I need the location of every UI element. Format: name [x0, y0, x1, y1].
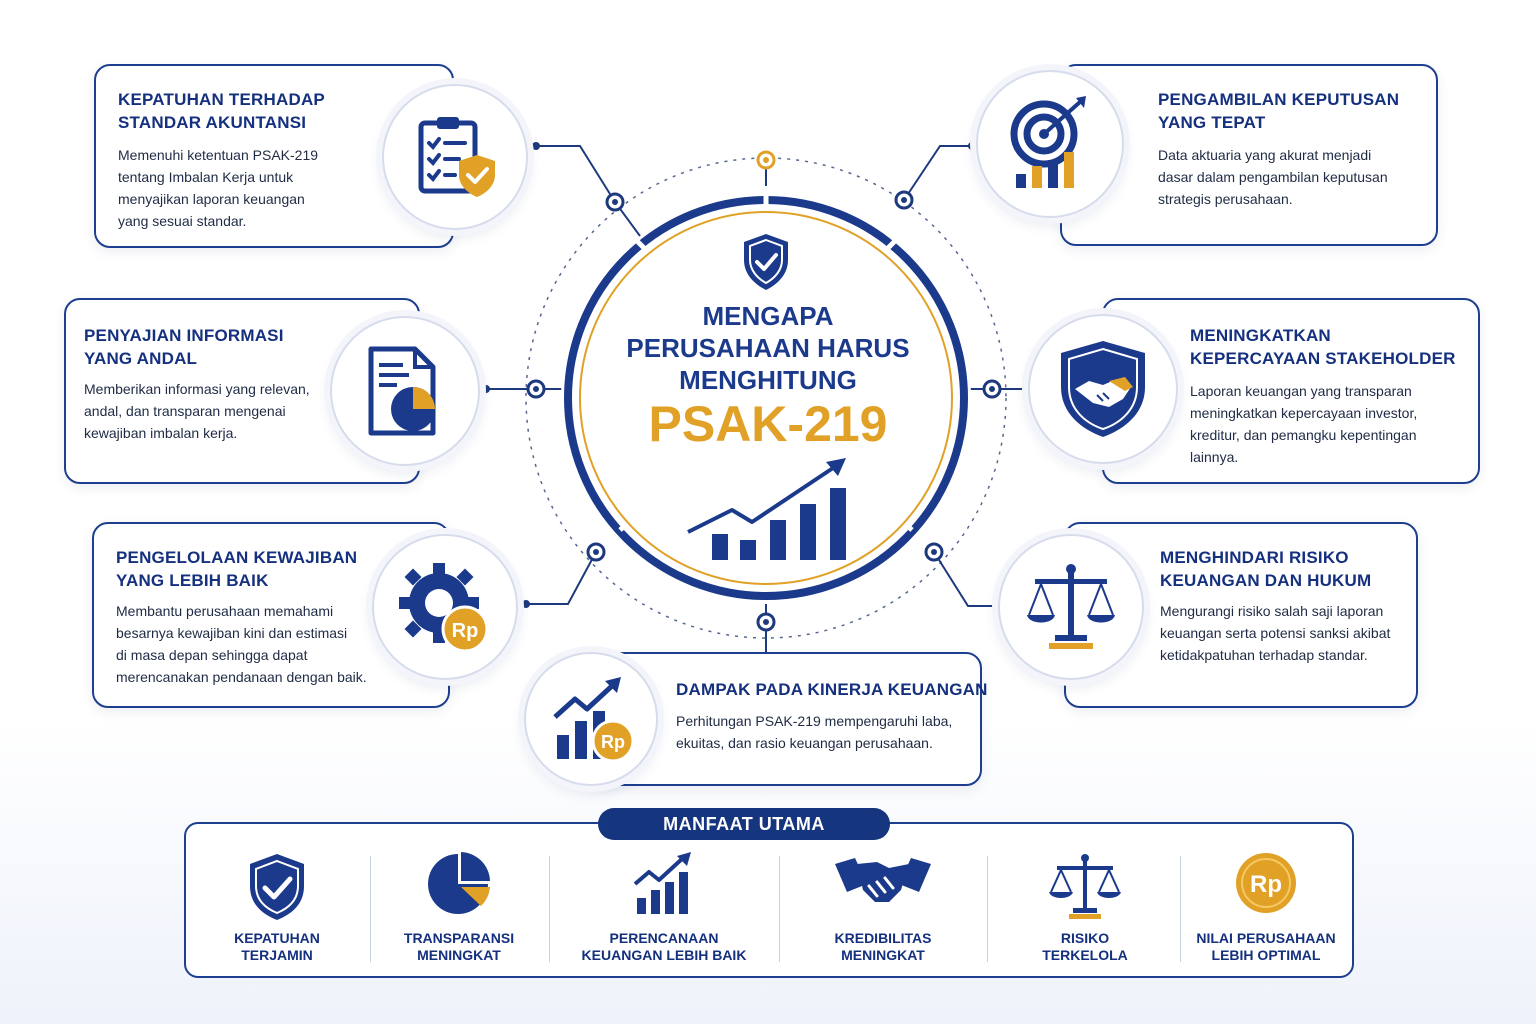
center-shield-icon: [744, 234, 788, 290]
benefit-label: PERENCANAAN KEUANGAN LEBIH BAIK: [581, 930, 747, 963]
benefit-label: RISIKO TERKELOLA: [1042, 930, 1128, 963]
benefit-divider: [987, 856, 988, 962]
benefit-credibility: KREDIBILITAS MENINGKAT: [790, 846, 976, 972]
benefit-divider: [779, 856, 780, 962]
card-risk-avoidance-desc: Mengurangi risiko salah saji laporan keu…: [1160, 603, 1391, 663]
scales-icon: [998, 534, 1144, 680]
benefit-label: KREDIBILITAS MENINGKAT: [834, 930, 932, 963]
scales-icon: [1049, 854, 1121, 919]
card-decision-making-title: PENGAMBILAN KEPUTUSAN YANG TEPAT: [1158, 90, 1400, 132]
card-decision-making-desc: Data aktuaria yang akurat menjadi dasar …: [1158, 147, 1388, 207]
target-chart-icon: [976, 70, 1124, 218]
card-financial-impact-desc: Perhitungan PSAK-219 mempengaruhi laba, …: [676, 713, 953, 751]
card-reliable-info-title: PENYAJIAN INFORMASI YANG ANDAL: [84, 326, 284, 368]
svg-text:Rp: Rp: [452, 620, 479, 642]
shield-check-icon: [250, 854, 304, 920]
benefit-risk: RISIKO TERKELOLA: [1000, 846, 1170, 972]
document-pie-icon: [330, 316, 480, 466]
card-liability-management-title: PENGELOLAAN KEWAJIBAN YANG LEBIH BAIK: [116, 548, 358, 590]
card-liability-management-desc: Membantu perusahaan memahami besarnya ke…: [116, 603, 367, 685]
benefit-compliance: KEPATUHAN TERJAMIN: [200, 846, 354, 972]
shield-handshake-icon: [1028, 314, 1178, 464]
benefit-divider: [370, 856, 371, 962]
benefit-divider: [549, 856, 550, 962]
pie-chart-icon: [428, 852, 490, 914]
gear-rupiah-icon: Rp: [372, 534, 518, 680]
card-risk-avoidance-title: MENGHINDARI RISIKO KEUANGAN DAN HUKUM: [1160, 548, 1372, 590]
benefit-divider: [1180, 856, 1181, 962]
center-title: MENGAPA PERUSAHAAN HARUS MENGHITUNG: [626, 301, 910, 395]
card-stakeholder-trust-title: MENINGKATKAN KEPERCAYAAN STAKEHOLDER: [1190, 326, 1456, 368]
rupiah-coin-icon: Rp: [1236, 853, 1296, 913]
card-stakeholder-trust-desc: Laporan keuangan yang transparan meningk…: [1190, 383, 1418, 465]
benefits-header: MANFAAT UTAMA: [598, 808, 890, 840]
center-growth-chart-icon: [687, 458, 846, 560]
bar-chart-icon: [633, 852, 691, 914]
center-highlight-psak: PSAK-219: [648, 396, 888, 452]
chart-rupiah-icon: Rp: [524, 652, 658, 786]
svg-text:Rp: Rp: [601, 732, 625, 752]
benefit-transparency: TRANSPARANSI MENINGKAT: [384, 846, 534, 972]
benefit-label: KEPATUHAN TERJAMIN: [234, 930, 320, 963]
svg-text:Rp: Rp: [1250, 871, 1282, 898]
benefit-label: NILAI PERUSAHAAN LEBIH OPTIMAL: [1196, 930, 1336, 963]
card-compliance-title: KEPATUHAN TERHADAP STANDAR AKUNTANSI: [118, 90, 325, 132]
clipboard-shield-icon: [382, 84, 528, 230]
handshake-icon: [835, 858, 931, 902]
benefit-company-value: Rp NILAI PERUSAHAAN LEBIH OPTIMAL: [1188, 846, 1344, 972]
benefit-label: TRANSPARANSI MENINGKAT: [403, 930, 515, 963]
card-reliable-info-desc: Memberikan informasi yang relevan, andal…: [84, 381, 310, 441]
card-compliance-desc: Memenuhi ketentuan PSAK-219 tentang Imba…: [118, 147, 319, 229]
card-financial-impact-title: DAMPAK PADA KINERJA KEUANGAN: [676, 680, 988, 699]
benefit-planning: PERENCANAAN KEUANGAN LEBIH BAIK: [556, 846, 772, 972]
